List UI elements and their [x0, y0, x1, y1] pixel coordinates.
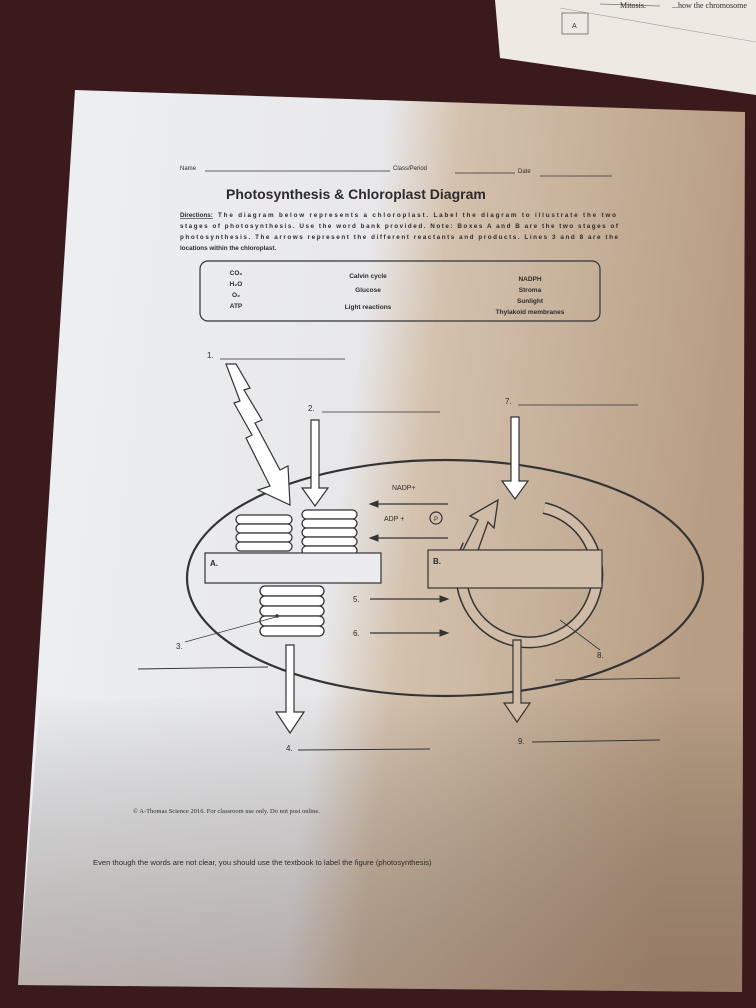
word-bank-item: ATP — [230, 303, 243, 310]
answer-line-4[interactable] — [297, 748, 431, 751]
nadp-label: NADP+ — [392, 485, 416, 492]
directions-line: stages of photosynthesis. Use the word b… — [180, 223, 619, 230]
background-sheet-word: Mitosis. — [620, 1, 646, 10]
background-sheet-box — [561, 12, 589, 35]
label-9: 9. — [518, 737, 525, 746]
label-3: 3. — [176, 642, 183, 651]
directions-line: The diagram below represents a chloropla… — [218, 212, 616, 219]
background-sheet: Mitosis. ...how the chromosome A — [495, 0, 756, 95]
class-label: Class/Period — [393, 166, 427, 172]
label-4: 4. — [286, 744, 293, 753]
copyright: © A-Thomas Science 2016. For classroom u… — [133, 808, 320, 815]
teacher-note: Even though the words are not clear, you… — [93, 858, 432, 867]
phosphate-icon — [429, 511, 443, 525]
label-7: 7. — [505, 397, 512, 406]
label-1: 1. — [207, 351, 214, 360]
label-2: 2. — [308, 404, 315, 413]
label-6: 6. — [353, 629, 360, 638]
chloroplast-diagram: 1. 2. 7. A. B. NADP+ — [137, 351, 705, 753]
background-sheet-text: ...how the chromosome — [672, 1, 747, 10]
page-title: Photosynthesis & Chloroplast Diagram — [226, 186, 486, 202]
date-label: Date — [518, 169, 531, 175]
box-a-label: A. — [210, 559, 218, 568]
box-b-answer[interactable] — [427, 549, 603, 589]
adp-label: ADP + — [384, 516, 404, 523]
word-bank-item: O₂ — [232, 292, 240, 299]
answer-line-8[interactable] — [554, 677, 681, 681]
word-bank-item: CO₂ — [230, 270, 243, 277]
word-bank-item: Thylakoid membranes — [496, 309, 565, 316]
directions-line: photosynthesis. The arrows represent the… — [180, 234, 618, 241]
arrow-7 — [500, 416, 530, 501]
word-bank-item: Stroma — [519, 287, 542, 294]
word-bank-item: NADPH — [518, 276, 541, 283]
answer-line-9[interactable] — [531, 739, 661, 743]
directions: Directions: The diagram below represents… — [180, 212, 619, 252]
chloroplast-outline — [185, 458, 705, 698]
label-5: 5. — [353, 595, 360, 604]
word-bank-item: Light reactions — [345, 304, 392, 311]
box-b-label: B. — [433, 557, 441, 566]
word-bank-item: Sunlight — [517, 298, 544, 305]
directions-label: Directions: — [180, 212, 213, 219]
word-bank-item: Glucose — [355, 287, 381, 294]
label-8: 8. — [597, 651, 604, 660]
name-label: Name — [180, 166, 197, 172]
arrow-9 — [502, 639, 532, 724]
arrow-4 — [274, 644, 306, 735]
phosphate-label: P — [434, 517, 438, 523]
box-a-answer[interactable] — [204, 552, 382, 584]
sunlight-bolt-arrow — [225, 363, 291, 506]
pointer-8 — [559, 619, 601, 651]
word-bank: CO₂ H₂O O₂ ATP Calvin cycle Glucose Ligh… — [199, 260, 601, 322]
background-sheet-box-label: A — [572, 23, 577, 30]
word-bank-item: Calvin cycle — [349, 273, 387, 280]
thylakoid-stack — [301, 509, 358, 556]
thylakoid-stack — [259, 585, 325, 637]
arrow-2 — [300, 419, 330, 508]
answer-line-3[interactable] — [137, 666, 269, 670]
directions-line: locations within the chloroplast. — [180, 245, 276, 252]
pointer-3 — [184, 616, 277, 643]
word-bank-item: H₂O — [230, 281, 243, 288]
thylakoid-stack — [235, 514, 293, 552]
